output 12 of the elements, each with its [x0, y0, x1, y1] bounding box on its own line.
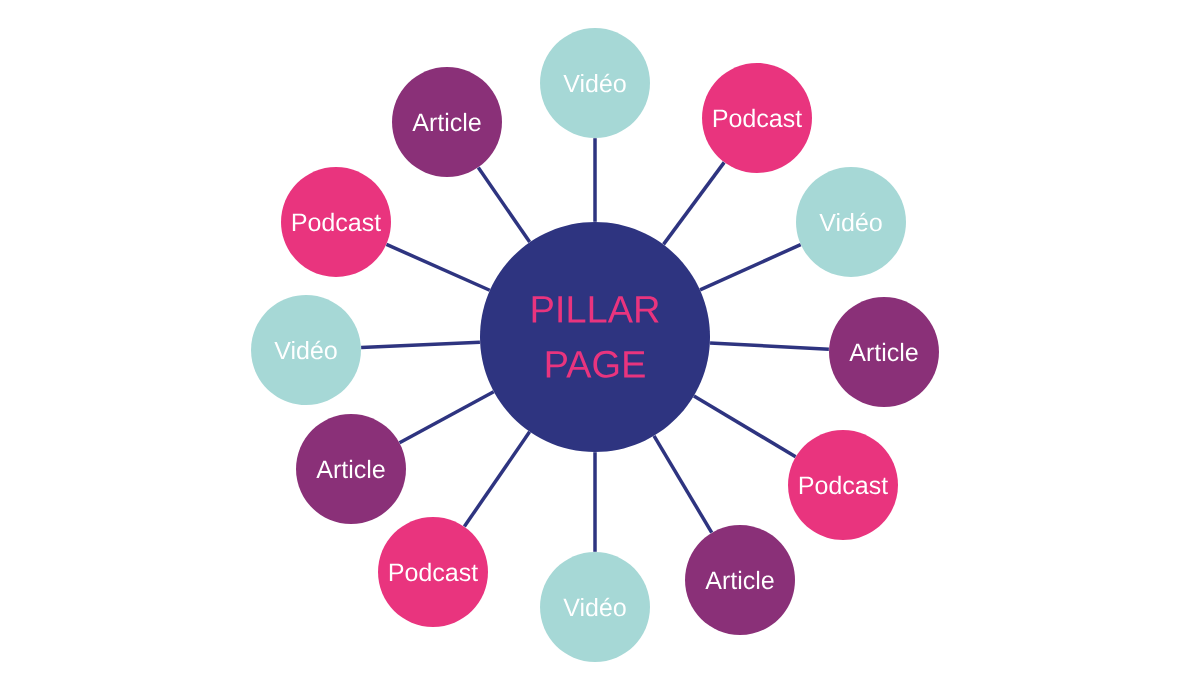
connector-line — [398, 390, 495, 445]
connector-line — [361, 340, 480, 350]
connector-line — [593, 452, 597, 552]
connector-line — [693, 394, 797, 459]
connector-line — [593, 138, 597, 222]
connector-line — [462, 430, 532, 528]
connector-line — [709, 341, 829, 351]
connector-line — [662, 161, 726, 246]
connector-line — [476, 166, 532, 244]
connector-line — [699, 243, 802, 292]
connector-line — [652, 435, 714, 534]
connector-line — [385, 242, 491, 292]
